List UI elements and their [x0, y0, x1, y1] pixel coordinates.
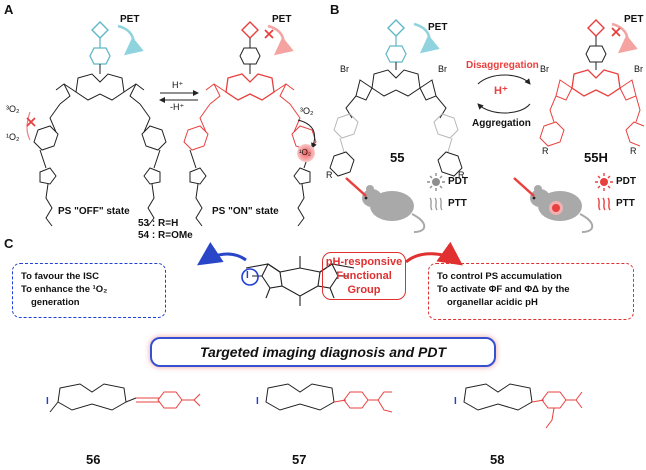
- molecule-53-on: [183, 21, 317, 227]
- ptt-label-left: PTT: [448, 198, 467, 209]
- r-label-55h-right: R: [630, 146, 637, 156]
- r-label-55-right: R: [458, 170, 465, 180]
- ph-line-2: To activate ΦF and ΦΔ by the: [437, 284, 570, 295]
- panel-c-title: Targeted imaging diagnosis and PDT: [150, 337, 496, 367]
- panel-b-label: B: [330, 2, 340, 17]
- mouse-left-icon: [345, 177, 426, 233]
- r-label-55-left: R: [326, 170, 333, 180]
- iodine-57: I: [256, 396, 259, 407]
- blocked-x-b-right: [611, 27, 621, 37]
- compound-57-label: 57: [292, 452, 307, 467]
- pdt-label-left: PDT: [448, 176, 468, 187]
- br-label-55h-right: Br: [634, 64, 643, 74]
- molecule-55: [329, 19, 463, 177]
- o2-triplet-a-left: ³O₂: [6, 104, 20, 114]
- o2-triplet-a-right: ³O₂: [300, 106, 314, 116]
- functional-group-box: pH-responsive Functional Group: [322, 252, 406, 300]
- isc-line-3: generation: [31, 297, 80, 308]
- mouse-right-icon: [513, 177, 594, 233]
- compound-58: [463, 383, 583, 429]
- compound-53-label: 53 : R=H: [138, 218, 179, 229]
- fg-line-1: pH-responsive: [325, 256, 403, 268]
- pet-arrow-a-left: [117, 24, 144, 56]
- arrow-to-red-box: [405, 241, 463, 266]
- compound-55h-label: 55H: [584, 150, 608, 165]
- compound-56: [49, 383, 201, 413]
- disaggregation-label: Disaggregation: [466, 60, 539, 71]
- pet-arrow-a-right: [267, 24, 294, 56]
- pet-arrow-b-left: [413, 22, 440, 54]
- iodine-58: I: [454, 396, 457, 407]
- sun-grey-icon: [427, 173, 445, 191]
- o2-singlet-a-left: ¹O₂: [6, 132, 20, 142]
- ptt-label-right: PTT: [616, 198, 635, 209]
- heat-grey-icon: [429, 197, 443, 211]
- aggregation-arrow: [477, 103, 531, 114]
- panel-c-label: C: [4, 236, 14, 251]
- br-label-55h-left: Br: [540, 64, 549, 74]
- molecule-53-off: [33, 21, 167, 227]
- molecule-55h: [539, 19, 645, 147]
- arrow-to-blue-box: [197, 242, 247, 266]
- ph-line-3: organellar acidic pH: [447, 297, 538, 308]
- isc-line-1: To favour the ISC: [21, 271, 99, 282]
- r-label-55h-left: R: [542, 146, 549, 156]
- iodine-label: I: [246, 270, 249, 281]
- state-on-label: PS "ON" state: [212, 206, 279, 217]
- o2-singlet-a-right: ¹O₂: [299, 148, 311, 157]
- pet-label-b-right: PET: [624, 14, 644, 25]
- fg-line-2: Functional: [336, 270, 392, 282]
- pet-label-a-left: PET: [120, 14, 140, 25]
- singlet-oxygen-glow: [297, 144, 315, 162]
- blocked-x-a-left: [26, 117, 36, 127]
- disaggregation-arrow: [477, 74, 531, 85]
- bodipy-core-c: [245, 256, 355, 306]
- aggregation-label: Aggregation: [472, 118, 531, 129]
- compound-54-label: 54 : R=OMe: [138, 230, 193, 241]
- state-off-label: PS "OFF" state: [58, 206, 130, 217]
- blocked-x-a-right: [264, 29, 274, 39]
- iodine-56: I: [46, 396, 49, 407]
- pet-label-a-right: PET: [272, 14, 292, 25]
- ph-benefits-box: To control PS accumulation To activate Φ…: [428, 263, 634, 320]
- isc-benefits-box: To favour the ISC To enhance the ¹O₂ gen…: [12, 263, 166, 318]
- panel-a-label: A: [4, 2, 14, 17]
- ph-line-1: To control PS accumulation: [437, 271, 562, 282]
- proton-label-b: H⁺: [494, 85, 508, 97]
- br-label-left: Br: [340, 64, 349, 74]
- pdt-label-right: PDT: [616, 176, 636, 187]
- br-label-right: Br: [438, 64, 447, 74]
- pet-label-b-left: PET: [428, 22, 448, 33]
- compound-55-label: 55: [390, 150, 405, 165]
- proton-forward-a: H⁺: [172, 80, 184, 90]
- isc-line-2: To enhance the ¹O₂: [21, 284, 108, 295]
- proton-back-a: -H⁺: [170, 102, 185, 112]
- sun-red-icon: [595, 173, 613, 191]
- compound-57: [265, 383, 393, 413]
- compound-56-label: 56: [86, 452, 101, 467]
- pet-arrow-b-right: [611, 22, 638, 54]
- compound-58-label: 58: [490, 452, 505, 467]
- iodine-circle: [241, 268, 259, 286]
- fg-line-3: Group: [347, 284, 381, 296]
- heat-red-icon: [597, 197, 611, 211]
